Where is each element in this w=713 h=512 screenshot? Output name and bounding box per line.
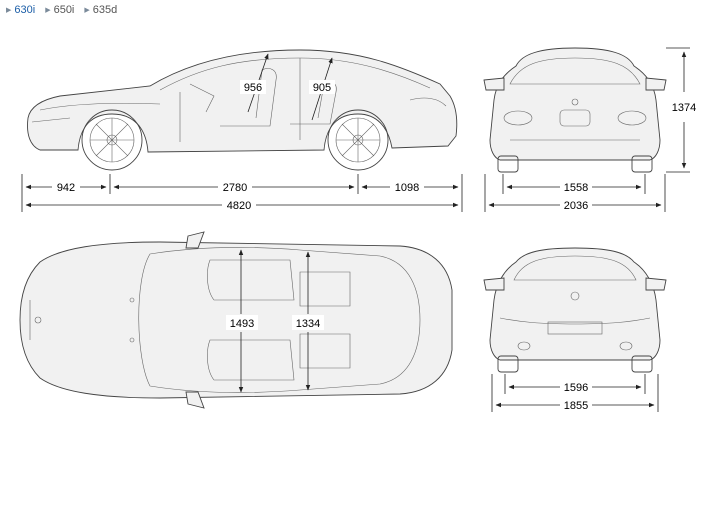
top-dimension-arrows	[226, 249, 324, 393]
arrow-right-icon: ▶	[84, 7, 90, 14]
width-mirrors-label: 2036	[564, 200, 588, 212]
tab-label: 635d	[92, 4, 118, 16]
front-dimension-lines	[484, 47, 690, 212]
front-view-car	[483, 47, 667, 173]
arrow-right-icon: ▶	[6, 7, 12, 14]
side-view-car	[27, 49, 458, 171]
tab-label: 630i	[14, 4, 36, 16]
tab-650i[interactable]: ▶ 650i	[45, 4, 74, 16]
rear-width-label: 1855	[564, 400, 588, 412]
arrow-right-icon: ▶	[45, 7, 51, 14]
headroom-arrows	[240, 53, 335, 121]
wheelbase-label: 2780	[223, 182, 247, 194]
length-label: 4820	[227, 200, 251, 212]
front-shoulder-label: 1493	[230, 318, 254, 330]
rear-track-label: 1596	[564, 382, 588, 394]
front-headroom-label: 956	[244, 82, 262, 94]
tab-label: 650i	[53, 4, 75, 16]
model-tabs: ▶ 630i ▶ 650i ▶ 635d	[0, 0, 121, 20]
height-label: 1374	[672, 102, 696, 114]
tab-630i[interactable]: ▶ 630i	[6, 4, 35, 16]
front-overhang-label: 942	[57, 182, 75, 194]
front-track-label: 1558	[564, 182, 588, 194]
rear-shoulder-label: 1334	[296, 318, 320, 330]
rear-headroom-label: 905	[313, 82, 331, 94]
side-dimension-lines	[21, 174, 463, 212]
rear-dimension-lines	[491, 374, 659, 412]
rear-overhang-label: 1098	[395, 182, 419, 194]
rear-view-car	[483, 247, 667, 373]
tab-635d[interactable]: ▶ 635d	[84, 4, 117, 16]
